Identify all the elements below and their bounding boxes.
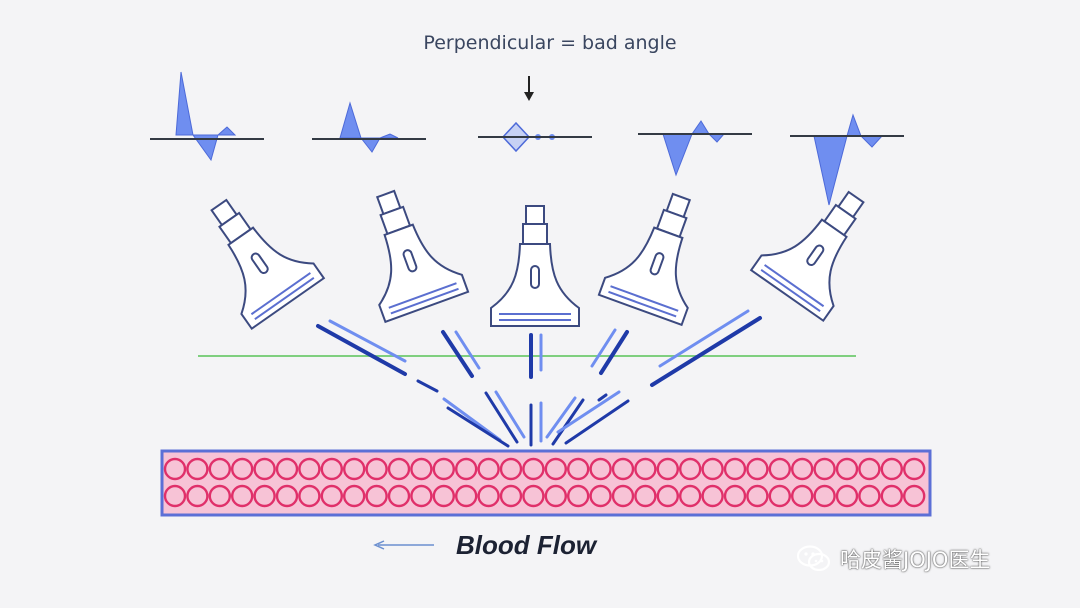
blood-cell [567, 484, 590, 508]
blood-cell [275, 457, 299, 481]
blood-cells [163, 457, 926, 508]
blood-cell [208, 484, 232, 508]
probe-left [343, 177, 470, 323]
blood-cell [679, 457, 702, 481]
blood-cell [432, 457, 455, 481]
blood-cell [186, 457, 209, 481]
blood-cell [903, 457, 926, 481]
blood-cell [903, 484, 926, 508]
ultrasound-probes [181, 170, 894, 330]
blood-cell [230, 484, 254, 508]
probe-right [597, 180, 724, 326]
blood-cell [298, 484, 321, 508]
blood-cell [522, 457, 545, 481]
blood-cell [858, 457, 881, 481]
blood-cell [410, 457, 433, 481]
blood-cell [186, 484, 209, 508]
blood-cell [365, 457, 388, 481]
blood-cell [656, 457, 679, 481]
blood-vessel [160, 449, 932, 517]
blood-cell [746, 484, 769, 508]
blood-cell [835, 484, 859, 508]
blood-flow-label: Blood Flow [456, 530, 597, 560]
blood-cell [589, 457, 612, 481]
doppler-waveforms [150, 71, 904, 206]
blood-cell [253, 457, 276, 481]
blood-cell [343, 457, 366, 481]
blood-cell [499, 484, 523, 508]
blood-cell [230, 457, 254, 481]
blood-cell [589, 484, 612, 508]
probe-far-right [750, 170, 894, 322]
blood-cell [746, 457, 769, 481]
blood-cell [387, 457, 411, 481]
blood-cell [656, 484, 679, 508]
blood-cell [679, 484, 702, 508]
callout-label: Perpendicular = bad angle [423, 32, 677, 54]
blood-cell [791, 484, 814, 508]
blood-cell [701, 484, 724, 508]
blood-cell [477, 484, 500, 508]
blood-cell [499, 457, 523, 481]
watermark: 哈皮酱JOJO医生 [796, 544, 990, 574]
blood-cell [835, 457, 859, 481]
blood-cell [320, 457, 343, 481]
blood-cell [298, 457, 321, 481]
blood-cell [880, 484, 903, 508]
wechat-icon [796, 545, 831, 572]
blood-cell [768, 457, 791, 481]
blood-cell [701, 457, 724, 481]
blood-cell [410, 484, 433, 508]
blood-cell [813, 484, 836, 508]
blood-cell [544, 484, 567, 508]
blood-cell [477, 457, 500, 481]
blood-cell [813, 457, 836, 481]
blood-cell [723, 484, 747, 508]
blood-cell [275, 484, 299, 508]
blood-cell [365, 484, 388, 508]
blood-cell [432, 484, 455, 508]
blood-cell [208, 457, 232, 481]
probe-far-left [181, 178, 325, 330]
blood-cell [611, 457, 635, 481]
waveform-right [638, 120, 752, 177]
blood-cell [858, 484, 881, 508]
probe-center [490, 205, 580, 327]
blood-cell [723, 457, 747, 481]
waveform-left [312, 101, 426, 153]
blood-cell [544, 457, 567, 481]
blood-cell [567, 457, 590, 481]
blood-cell [455, 484, 478, 508]
blood-cell [634, 484, 657, 508]
blood-cell [253, 484, 276, 508]
flow-direction-arrow [373, 540, 434, 550]
callout-arrow [524, 76, 534, 101]
waveform-center [478, 121, 592, 153]
blood-cell [320, 484, 343, 508]
waveform-far-right [790, 113, 904, 206]
ultrasound-beams [316, 309, 762, 448]
blood-cell [163, 484, 187, 508]
blood-cell [768, 484, 791, 508]
blood-cell [634, 457, 657, 481]
blood-cell [163, 457, 187, 481]
blood-cell [522, 484, 545, 508]
blood-cell [611, 484, 635, 508]
blood-cell [455, 457, 478, 481]
waveform-far-left [150, 71, 264, 162]
blood-cell [343, 484, 366, 508]
watermark-text: 哈皮酱JOJO医生 [840, 548, 991, 572]
blood-cell [387, 484, 411, 508]
blood-cell [880, 457, 903, 481]
blood-cell [791, 457, 814, 481]
